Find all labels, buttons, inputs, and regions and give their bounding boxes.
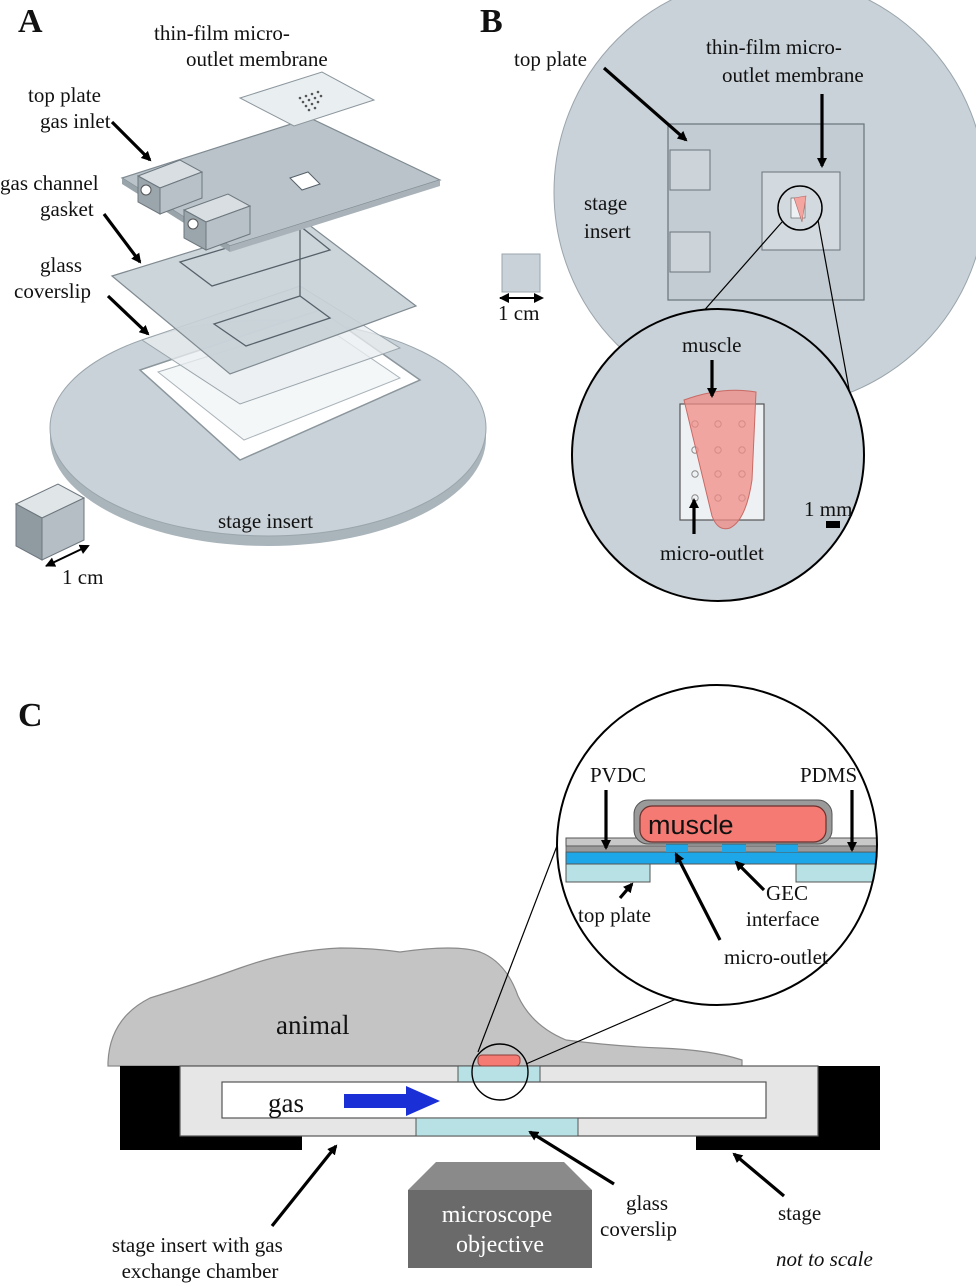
stage-insert-arrow-c xyxy=(270,1144,338,1227)
zoom-circle-c xyxy=(556,684,878,1006)
muscle-label-c: muscle xyxy=(648,810,734,840)
panel-b: B xyxy=(480,0,976,602)
top-plate-label-b: top plate xyxy=(514,47,587,71)
gas-inlet-top-1 xyxy=(669,149,711,191)
stage-ledge-right xyxy=(696,1134,818,1150)
coverslip-arrow-a xyxy=(106,294,150,336)
stage-insert-label-a: stage insert xyxy=(218,509,313,533)
pvdc-label: PVDC xyxy=(590,763,646,787)
micro-outlet-label-b: micro-outlet xyxy=(660,541,764,565)
mm-scale-bar xyxy=(826,521,840,528)
stage-ledge-left xyxy=(180,1134,302,1150)
gasket-label-a: gas channel gasket xyxy=(0,171,104,221)
panel-a-letter: A xyxy=(18,3,43,40)
coverslip-label-a: glass coverslip xyxy=(14,253,91,303)
stage-right xyxy=(818,1066,880,1150)
top-plate-label-a: top plate gas inlet xyxy=(28,83,111,133)
glass-coverslip-c xyxy=(415,1117,579,1137)
stage-insert-label-b: stage insert xyxy=(584,191,632,243)
top-plate-arrow-b xyxy=(602,66,688,142)
zoom-circle-b xyxy=(571,308,865,602)
zoom-source-circle-c xyxy=(471,1043,529,1101)
zoom-source-circle-b xyxy=(777,185,823,231)
thin-film-membrane xyxy=(238,71,376,127)
not-to-scale-note: not to scale xyxy=(776,1247,873,1271)
gasket-arrow-a xyxy=(102,213,142,264)
muscle-label-b: muscle xyxy=(682,333,741,357)
gec-interface-layer xyxy=(565,851,877,865)
stage-arrow-c xyxy=(732,1152,786,1198)
scale-arrow-a xyxy=(45,544,90,567)
scale-cube xyxy=(14,483,86,561)
muscle-c-small xyxy=(477,1054,521,1067)
panel-c-letter: C xyxy=(18,697,43,734)
muscle-sample-b xyxy=(683,389,757,530)
panel-a: A xyxy=(0,3,487,589)
objective-cone xyxy=(408,1162,592,1190)
muscle-zoom xyxy=(639,805,827,843)
coverslip-arrow-c xyxy=(528,1130,615,1186)
top-plate-zoom-left xyxy=(565,863,651,883)
gas-inlet-top-2 xyxy=(669,231,711,273)
stage-insert-label-c: stage insert with gas exchange chamber xyxy=(112,1233,288,1283)
gas-label: gas xyxy=(268,1088,304,1118)
micro-outlet-label-c: micro-outlet xyxy=(724,945,828,969)
stage-left xyxy=(120,1066,180,1150)
objective-label: microscope objective xyxy=(442,1202,559,1258)
top-plate-zoom-right xyxy=(795,863,877,883)
zoom-line-c-left xyxy=(477,837,561,1053)
scale-label-b: 1 cm xyxy=(498,301,539,325)
membrane-label-a: thin-film micro- outlet membrane xyxy=(154,21,328,71)
top-plate-label-c: top plate xyxy=(578,903,651,927)
top-plate-arrow-a xyxy=(110,120,152,162)
scale-label-a: 1 cm xyxy=(62,565,103,589)
animal-label: animal xyxy=(276,1010,349,1040)
stage-label-c: stage xyxy=(778,1201,821,1225)
animal-shape xyxy=(107,947,743,1067)
top-plate-arrow-c xyxy=(618,882,634,900)
scale-square-b xyxy=(501,253,541,293)
coverslip-label-c: glass coverslip xyxy=(600,1191,677,1241)
micro-outlet-arrow-c xyxy=(674,852,722,941)
gas-inlet-block-2 xyxy=(182,193,252,251)
mm-scale-label: 1 mm xyxy=(804,497,852,521)
membrane-label-b: thin-film micro- outlet membrane xyxy=(706,35,864,87)
objective-body xyxy=(408,1190,592,1268)
panel-b-letter: B xyxy=(480,3,503,40)
gec-arrow xyxy=(734,860,766,892)
gas-inlet-block-1 xyxy=(136,159,204,215)
gec-label: GEC interface xyxy=(746,881,819,931)
gas-flow-arrow xyxy=(344,1086,440,1116)
pdms-label: PDMS xyxy=(800,763,857,787)
panel-c: C animal gas xyxy=(18,684,880,1283)
